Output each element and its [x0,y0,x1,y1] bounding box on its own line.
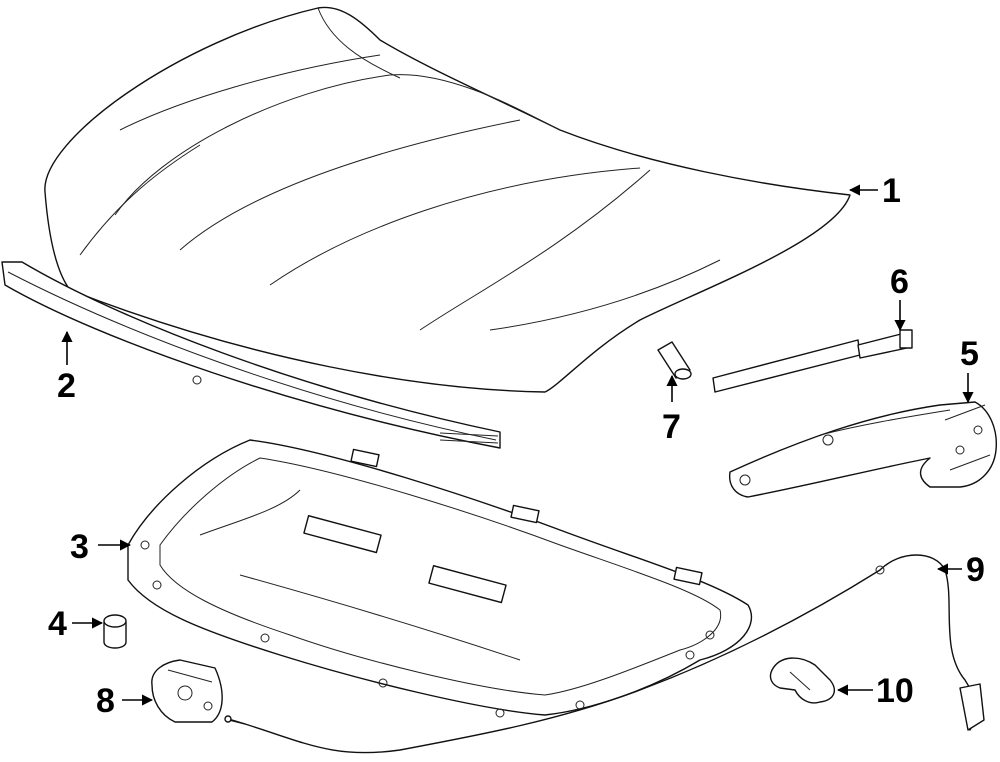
bumper-cushion[interactable] [103,614,127,649]
callout-8: 8 [96,682,115,720]
bumper-stop[interactable] [657,341,692,380]
callout-3: 3 [70,528,89,566]
hood-insulator[interactable] [127,439,753,718]
release-cable[interactable] [224,554,985,754]
callout-2: 2 [57,367,76,405]
lift-support[interactable] [712,329,913,393]
callout-6: 6 [890,263,909,301]
callout-9: 9 [966,551,985,589]
callout-7: 7 [662,408,681,446]
callout-labels: 1 2 3 4 5 6 7 8 9 10 [48,172,985,720]
callout-5: 5 [960,335,979,373]
release-handle[interactable] [769,657,836,704]
callout-4: 4 [48,605,67,643]
callout-1: 1 [882,172,901,210]
hood-seal[interactable] [1,261,501,449]
hood-latch[interactable] [151,659,223,723]
callout-10: 10 [876,672,914,710]
leader-lines [61,184,974,706]
hood-panel[interactable] [44,6,851,393]
hood-hinge[interactable] [728,401,997,498]
